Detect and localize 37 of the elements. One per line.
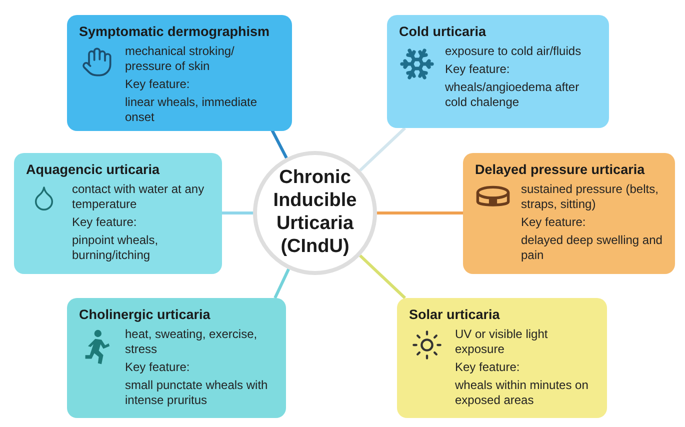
condition-title: Solar urticaria [409,307,501,322]
trigger-text: contact with water at any temperature [72,182,206,212]
center-title: Chronic Inducible Urticaria (CIndU) [272,167,358,259]
condition-card [397,298,607,418]
condition-title: Symptomatic dermographism [79,24,271,39]
key-feature-label: Key feature: [521,215,587,230]
condition-title: Cholinergic urticaria [79,307,212,322]
trigger-text: sustained pressure (belts, straps, sitting) [521,182,660,212]
key-feature-label: Key feature: [125,360,191,375]
condition-title: Cold urticaria [399,24,488,39]
connector-line [359,126,406,172]
key-feature-label: Key feature: [125,77,191,92]
feature-text: delayed deep swelling and pain [521,233,664,263]
trigger-text: mechanical stroking/ pressure of skin [125,44,236,74]
connector-line [377,212,463,214]
condition-title: Aquagencic urticaria [26,162,161,177]
key-feature-label: Key feature: [445,62,511,77]
feature-text: small punctate wheals with intense pruritus [125,378,269,408]
feature-text: wheals within minutes on exposed areas [455,378,590,408]
feature-text: pinpoint wheals, burning/itching [72,233,160,263]
condition-card [67,15,292,131]
feature-text: linear wheals, immediate onset [125,95,258,125]
connector-line [270,129,288,159]
condition-card [463,153,675,274]
trigger-text: heat, sweating, exercise, stress [125,327,258,357]
condition-title: Delayed pressure urticaria [475,162,646,177]
connector-line [274,268,290,299]
feature-text: wheals/angioedema after cold chalenge [445,80,580,110]
condition-card [387,15,609,128]
key-feature-label: Key feature: [72,215,138,230]
condition-card [14,153,222,274]
trigger-text: UV or visible light exposure [455,327,549,357]
connector-line [222,212,253,214]
key-feature-label: Key feature: [455,360,521,375]
trigger-text: exposure to cold air/fluids [445,44,582,59]
connector-line [359,254,406,300]
condition-card [67,298,286,418]
